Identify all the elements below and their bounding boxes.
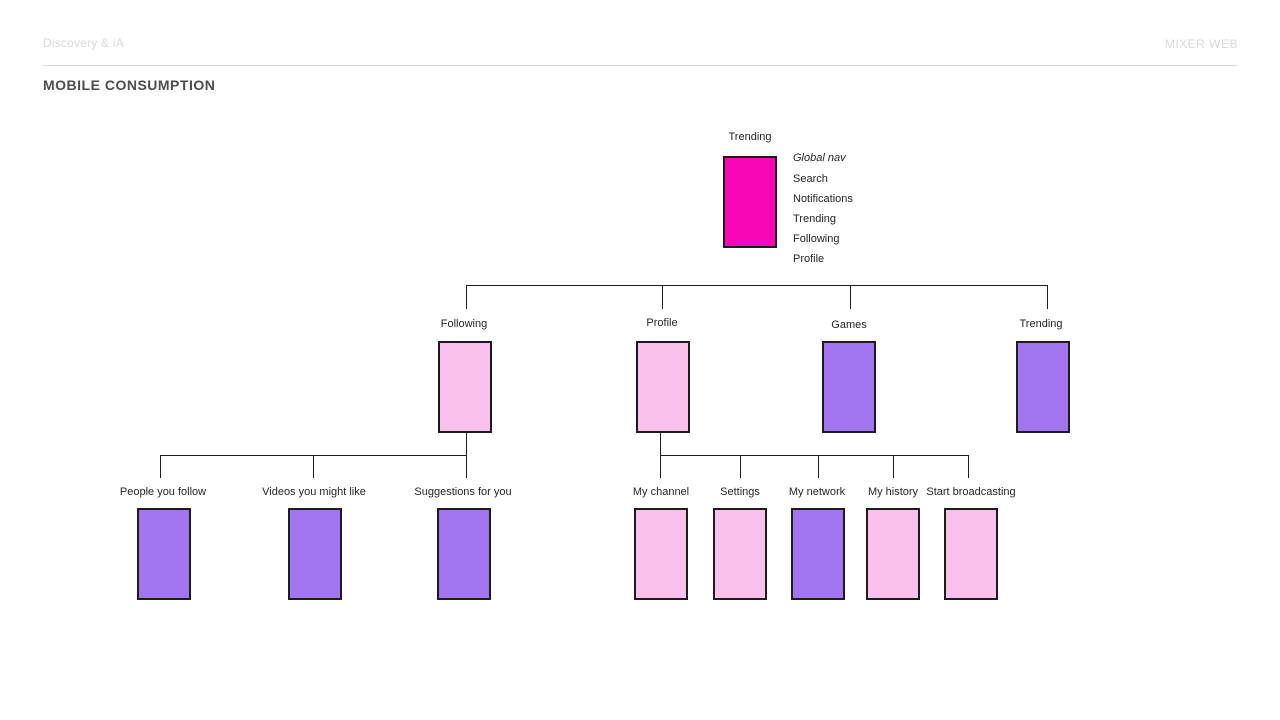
node-box-suggestions-for-you xyxy=(437,508,491,600)
connector-line xyxy=(740,455,741,478)
node-label-trending: Trending xyxy=(1019,318,1063,330)
global-nav-title: Global nav xyxy=(793,152,846,164)
node-label-my-channel: My channel xyxy=(632,486,690,498)
node-box-my-history xyxy=(866,508,920,600)
node-box-videos-you-might-like xyxy=(288,508,342,600)
node-label-settings: Settings xyxy=(720,486,760,498)
node-box-my-network xyxy=(791,508,845,600)
header-project-label: Discovery & iA xyxy=(43,36,124,50)
global-nav-item: Profile xyxy=(793,253,825,265)
node-box-start-broadcasting xyxy=(944,508,998,600)
connector-line xyxy=(466,285,1047,286)
connector-line xyxy=(466,285,467,309)
header-product-label: MIXER WEB xyxy=(1164,37,1238,51)
connector-line xyxy=(662,285,663,309)
node-box-following xyxy=(438,341,492,433)
global-nav-item: Search xyxy=(793,173,828,185)
node-label-videos-you-might-like: Videos you might like xyxy=(262,486,366,498)
global-nav-item: Notifications xyxy=(793,193,853,205)
node-box-games xyxy=(822,341,876,433)
global-nav-item: Following xyxy=(793,233,840,245)
page-title: MOBILE CONSUMPTION xyxy=(43,77,216,93)
connector-line xyxy=(466,433,467,478)
connector-line xyxy=(160,455,161,478)
root-node-label: Trending xyxy=(728,131,772,143)
node-label-suggestions-for-you: Suggestions for you xyxy=(414,486,512,498)
node-label-following: Following xyxy=(440,318,488,330)
node-label-my-history: My history xyxy=(867,486,919,498)
global-nav-annotation: Global nav Search Notifications Trending… xyxy=(793,152,853,269)
connector-line xyxy=(660,455,968,456)
global-nav-item: Trending xyxy=(793,213,837,225)
node-label-people-you-follow: People you follow xyxy=(119,486,207,498)
connector-line xyxy=(893,455,894,478)
connector-line xyxy=(968,455,969,478)
root-node-box xyxy=(723,156,777,248)
node-box-people-you-follow xyxy=(137,508,191,600)
node-box-my-channel xyxy=(634,508,688,600)
node-label-profile: Profile xyxy=(646,317,678,329)
node-box-trending xyxy=(1016,341,1070,433)
node-box-profile xyxy=(636,341,690,433)
node-label-my-network: My network xyxy=(788,486,846,498)
connector-line xyxy=(850,285,851,309)
node-box-settings xyxy=(713,508,767,600)
node-label-games: Games xyxy=(831,319,867,331)
connector-line xyxy=(313,455,314,478)
connector-line xyxy=(818,455,819,478)
node-label-start-broadcasting: Start broadcasting xyxy=(926,486,1016,498)
connector-line xyxy=(1047,285,1048,309)
header-divider xyxy=(43,65,1238,66)
